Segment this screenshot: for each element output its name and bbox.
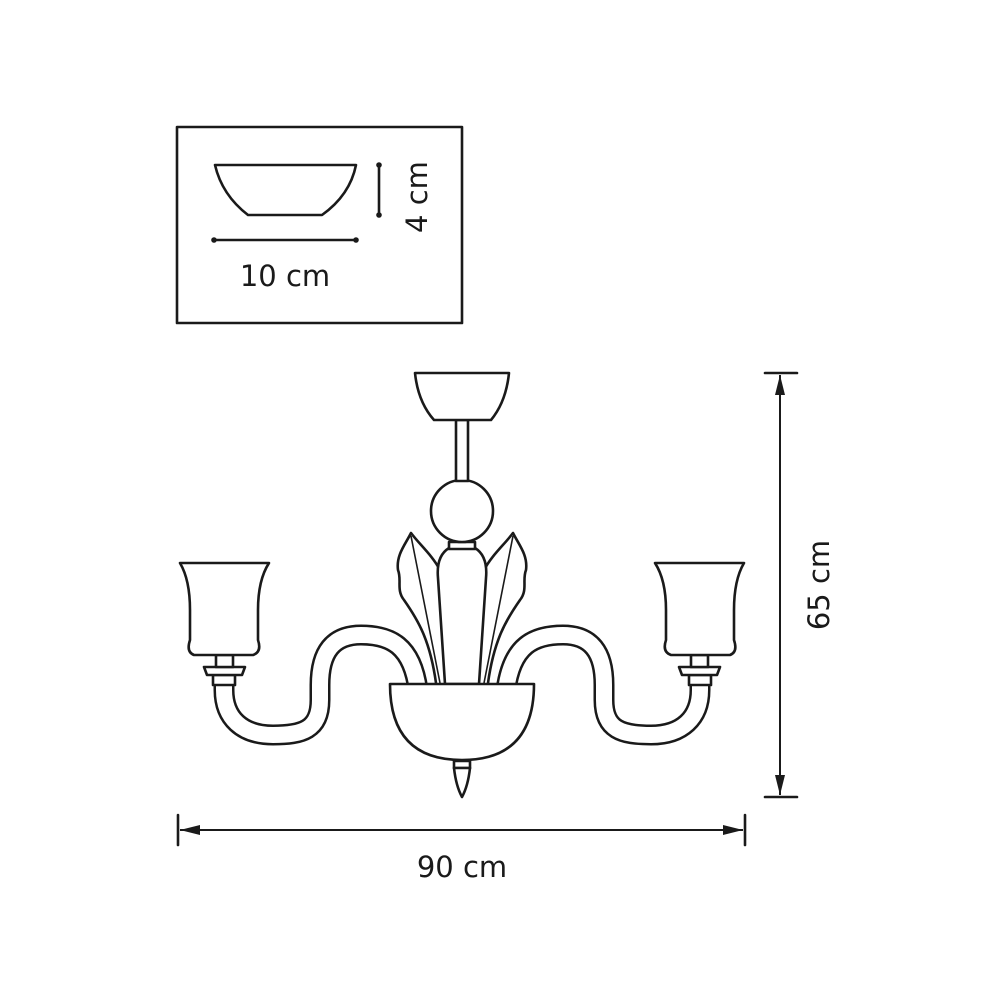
- shade-profile: [213, 163, 358, 217]
- ceiling-canopy: [413, 371, 511, 422]
- left-candle-cup: [178, 561, 271, 687]
- right-candle-cup: [653, 561, 746, 687]
- central-bowl: [388, 682, 536, 762]
- width-label: 90 cm: [417, 850, 507, 884]
- inset-height-dimension: [376, 162, 382, 218]
- arms: [213, 624, 711, 746]
- height-dimension: 65 cm: [763, 371, 836, 799]
- suspension-rod: [454, 418, 470, 483]
- height-label: 65 cm: [802, 540, 836, 630]
- finial-drop: [452, 766, 472, 799]
- shade-detail-inset: 10 cm 4 cm: [175, 125, 464, 325]
- inset-frame: [175, 125, 464, 325]
- chandelier: [178, 371, 746, 799]
- left-glass-shade: [178, 561, 271, 657]
- inset-width-label: 10 cm: [240, 259, 330, 293]
- central-column: [436, 546, 488, 686]
- inset-width-dimension: [211, 237, 359, 243]
- central-ball: [429, 478, 495, 544]
- inset-height-label: 4 cm: [400, 161, 434, 233]
- leaves: [396, 531, 528, 684]
- width-dimension: 90 cm: [176, 813, 747, 884]
